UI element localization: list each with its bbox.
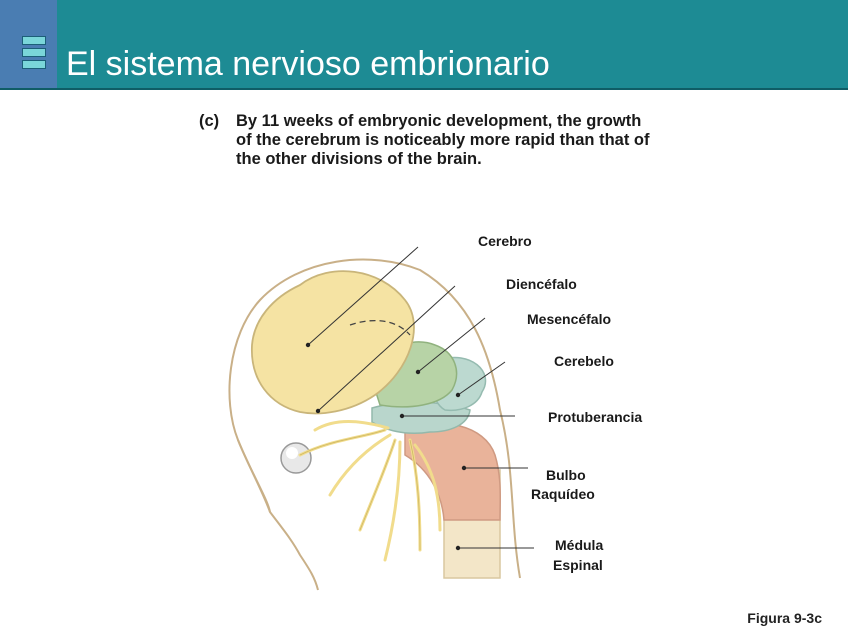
label-cerebro: Cerebro bbox=[478, 233, 532, 249]
label-diencefalo: Diencéfalo bbox=[506, 276, 577, 292]
label-medula-line1: Médula bbox=[555, 537, 603, 553]
label-bulbo-line1: Bulbo bbox=[546, 467, 586, 483]
eye-highlight bbox=[286, 447, 298, 459]
figure-number: Figura 9-3c bbox=[747, 610, 822, 626]
label-mesencefalo: Mesencéfalo bbox=[527, 311, 611, 327]
label-cerebelo: Cerebelo bbox=[554, 353, 614, 369]
label-medula-line2: Espinal bbox=[553, 557, 603, 573]
label-bulbo-line2: Raquídeo bbox=[531, 486, 595, 502]
label-protuberancia: Protuberancia bbox=[548, 409, 642, 425]
face-contour bbox=[238, 440, 270, 512]
eye-icon bbox=[281, 443, 311, 473]
